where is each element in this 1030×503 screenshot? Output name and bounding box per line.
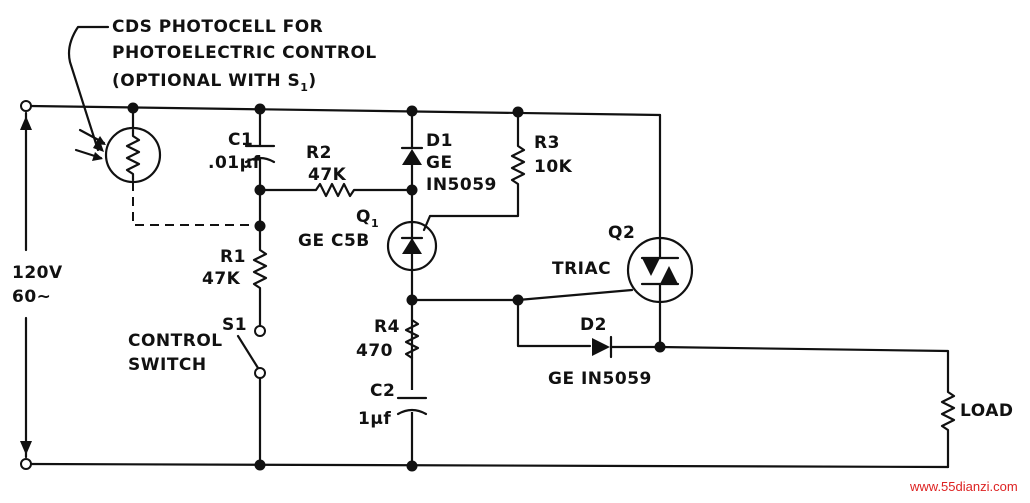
load-label: LOAD: [960, 401, 1014, 421]
d1-type-label: GE: [426, 153, 453, 173]
capacitor-c2: [396, 390, 428, 416]
source-frequency-label: 60~: [12, 287, 51, 307]
resistor-r4: [404, 318, 420, 360]
capacitor-c1: [244, 106, 276, 228]
resistor-r2: [258, 182, 414, 198]
q1-part-label: GE C5B: [298, 231, 370, 251]
s1-desc-line-2: SWITCH: [128, 355, 207, 375]
q2-type-label: TRIAC: [552, 259, 611, 279]
d1-ref-label: D1: [426, 131, 453, 151]
junction-dots: [127, 102, 666, 472]
input-terminal-top: [20, 100, 32, 112]
photocell-dashed-link: [132, 182, 260, 226]
input-terminal-bottom: [20, 458, 32, 470]
diode-d1: [400, 109, 424, 224]
watermark-text: www.55dianzi.com: [909, 479, 1018, 494]
voltage-arrows: [20, 111, 32, 459]
top-rail: [28, 104, 662, 117]
r1-value-label: 47K: [202, 269, 241, 289]
triac-q2: [626, 113, 694, 349]
s1-desc-line-1: CONTROL: [128, 331, 223, 351]
scr-q1: [386, 220, 438, 466]
resistor-load: [658, 345, 956, 469]
c2-ref-label: C2: [370, 381, 395, 401]
r3-value-label: 10K: [534, 157, 573, 177]
annotation-leader-arrow: [67, 25, 110, 152]
q1-ref-label: Q1: [356, 207, 379, 230]
annotation-line-2: PHOTOELECTRIC CONTROL: [112, 43, 377, 63]
resistor-r3: [422, 110, 526, 232]
annotation-line-1: CDS PHOTOCELL FOR: [112, 17, 323, 37]
c1-value-label: .01μf: [208, 153, 261, 173]
resistor-r1: [252, 224, 268, 328]
r1-ref-label: R1: [220, 247, 246, 267]
switch-s1: [236, 325, 266, 466]
r2-ref-label: R2: [306, 143, 332, 163]
diode-d2: [592, 335, 662, 359]
c2-value-label: 1μf: [358, 409, 391, 429]
d1-part-label: IN5059: [426, 175, 497, 195]
r2-value-label: 47K: [308, 165, 347, 185]
c1-ref-label: C1: [228, 130, 253, 150]
r3-ref-label: R3: [534, 133, 560, 153]
r4-value-label: 470: [356, 341, 393, 361]
r4-ref-label: R4: [374, 317, 400, 337]
d2-part-label: GE IN5059: [548, 369, 652, 389]
q2-ref-label: Q2: [608, 223, 635, 243]
source-voltage-label: 120V: [12, 263, 63, 283]
s1-ref-label: S1: [222, 315, 247, 335]
bottom-rail: [28, 462, 950, 469]
annotation-line-3: (OPTIONAL WITH S1): [112, 71, 317, 94]
d2-ref-label: D2: [580, 315, 607, 335]
